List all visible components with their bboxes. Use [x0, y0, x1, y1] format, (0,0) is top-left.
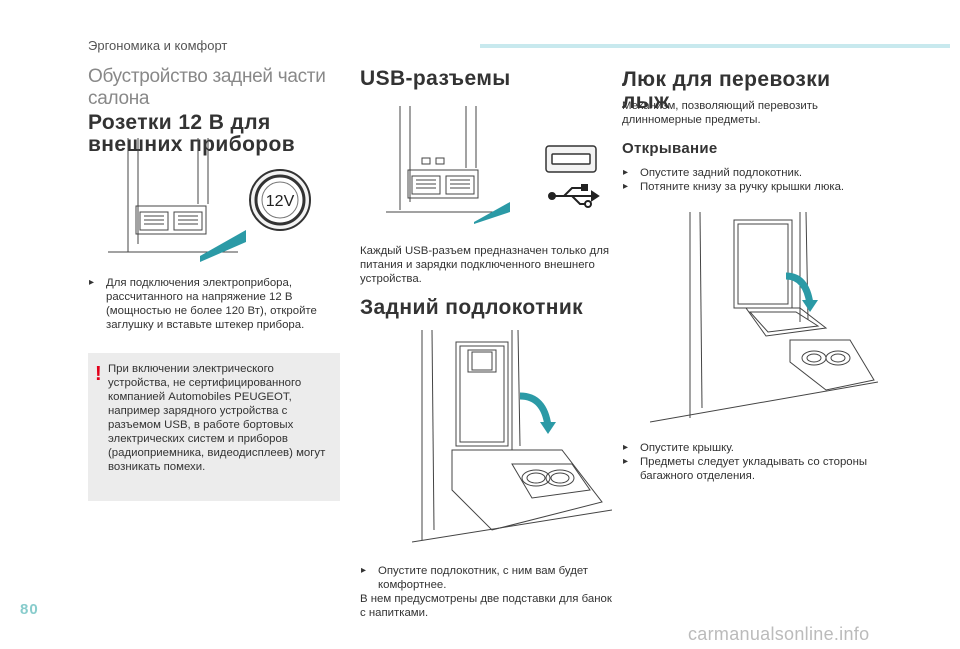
- usb-description: Каждый USB-разъем предназначен только дл…: [360, 244, 612, 286]
- socket-instructions: Для подключения электроприбора, рассчита…: [88, 276, 340, 332]
- usb-heading: USB-разъемы: [360, 67, 511, 90]
- teal-pointer: [474, 202, 510, 224]
- socket-label: 12V: [266, 193, 295, 210]
- usb-text: Каждый USB-разъем предназначен только дл…: [360, 245, 610, 285]
- teal-arrow: [785, 272, 814, 305]
- armrest-heading-wrap: Задний подлокотник: [360, 297, 612, 319]
- page-number: 80: [20, 601, 39, 618]
- opening-section: Открывание: [622, 140, 878, 157]
- usb-symbol-icon: [548, 184, 600, 208]
- column-usb-armrest: USB-разъемы: [360, 66, 612, 90]
- console-usb-drawing: [386, 106, 600, 224]
- list-item: Опустите задний подлокотник.: [622, 166, 878, 180]
- header-accent-bar: [480, 44, 950, 48]
- teal-arrow: [519, 392, 552, 427]
- socket-12v-icon: [249, 169, 311, 231]
- socket-illustration: 12V: [88, 134, 338, 262]
- opening-steps-2: Опустите крышку. Предметы следует уклады…: [622, 441, 878, 483]
- ski-hatch-intro: Механизм, позволяющий перевозить длинном…: [622, 99, 878, 127]
- list-item: Опустите крышку.: [622, 441, 878, 455]
- usb-illustration: [386, 104, 610, 224]
- usb-port-icon: [545, 145, 597, 173]
- watermark: carmanualsonline.info: [688, 624, 870, 644]
- ski-hatch-heading: Люк для перевозки лыж: [622, 68, 831, 113]
- opening-heading: Открывание: [622, 140, 718, 157]
- ski-hatch-illustration: [650, 212, 878, 426]
- column-ski-hatch: Люк для перевозки лыж: [622, 66, 878, 113]
- warning-icon: !: [95, 363, 102, 385]
- ski-hatch-intro-text: Механизм, позволяющий перевозить длинном…: [622, 100, 818, 126]
- socket-heading: Розетки 12 В для внешних приборов: [88, 111, 296, 156]
- warning-text: При включении электрического устройства,…: [108, 363, 326, 473]
- list-item: Предметы следует укладывать со стороны б…: [622, 455, 878, 483]
- teal-arrow-head: [802, 300, 818, 312]
- list-item: Для подключения электроприбора, рассчита…: [88, 276, 340, 332]
- teal-arrow-head: [540, 422, 556, 434]
- armrest-drawing: [412, 330, 612, 543]
- section-title: Обустройство задней части салона: [88, 66, 326, 109]
- opening-steps-1: Опустите задний подлокотник. Потяните кн…: [622, 166, 878, 194]
- list-item: Потяните книзу за ручку крышки люка.: [622, 180, 878, 194]
- warning-box: ! При включении электрического устройств…: [88, 353, 340, 501]
- ski-hatch-drawing: [650, 212, 878, 423]
- column-12v-socket: Обустройство задней части салона Розетки…: [88, 66, 340, 156]
- armrest-instructions: Опустите подлокотник, с ним вам будет ко…: [360, 564, 612, 620]
- armrest-heading: Задний подлокотник: [360, 296, 584, 319]
- chapter-header: Эргономика и комфорт: [88, 38, 228, 53]
- console-12v-drawing: 12V: [108, 138, 311, 262]
- armrest-text: В нем предусмотрены две подставки для ба…: [360, 593, 612, 619]
- armrest-illustration: [412, 330, 612, 546]
- teal-pointer: [200, 230, 246, 262]
- list-item: Опустите подлокотник, с ним вам будет ко…: [360, 564, 612, 592]
